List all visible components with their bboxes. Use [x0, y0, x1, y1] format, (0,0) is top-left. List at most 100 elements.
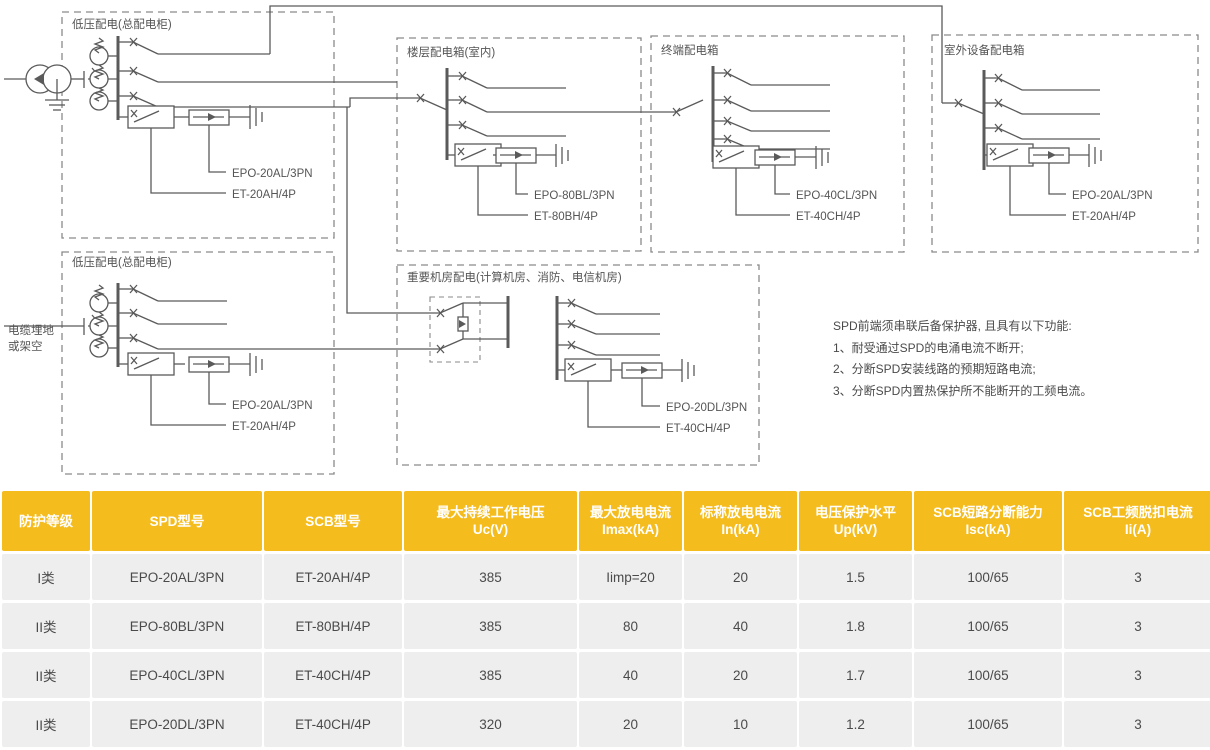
header-line1: 最大放电电流 — [590, 505, 671, 520]
note-line-0: SPD前端须串联后备保护器, 且具有以下功能: — [833, 319, 1072, 333]
cell-protection-class: I类 — [2, 554, 90, 600]
spd-label-outdoor: EPO-20AL/3PN — [1072, 190, 1153, 202]
header-line1: SCB型号 — [305, 513, 361, 529]
cell-isc: 100/65 — [914, 603, 1062, 649]
cell-spd-model: EPO-80BL/3PN — [92, 603, 262, 649]
cell-scb-model: ET-40CH/4P — [264, 701, 402, 747]
cell-uc: 385 — [404, 554, 577, 600]
cell-protection-class: II类 — [2, 652, 90, 698]
spd-scb-spec-table: 防护等级 SPD型号 SCB型号 最大持续工作电压 Uc(V) 最大放电电流 I… — [0, 488, 1210, 750]
source-label-line1: 电缆埋地 — [8, 324, 54, 337]
table-row: I类 EPO-20AL/3PN ET-20AH/4P 385 Iimp=20 2… — [2, 554, 1210, 600]
cell-imax: 40 — [579, 652, 682, 698]
cell-uc: 385 — [404, 652, 577, 698]
header-line2: In(kA) — [721, 522, 760, 537]
zone-critical-equipment-room: EPO-20DL/3PN ET-40CH/4P — [397, 296, 747, 435]
cell-spd-model: EPO-40CL/3PN — [92, 652, 262, 698]
system-diagram: .w { stroke:#5a5a5a; stroke-width:1.3; f… — [4, 5, 1199, 475]
header-line1: 标称放电电流 — [700, 505, 781, 520]
header-line1: 防护等级 — [19, 513, 73, 529]
scb-box-terminal — [712, 145, 760, 169]
instrument-transformers-bottom — [89, 284, 118, 358]
spd-label-floor: EPO-80BL/3PN — [534, 190, 615, 202]
cell-in: 20 — [684, 652, 797, 698]
interconnect-wiring-top — [269, 5, 943, 107]
zone-frame-critical-equipment-room — [396, 264, 760, 466]
header-line1: 最大持续工作电压 — [436, 505, 545, 520]
cell-in: 40 — [684, 603, 797, 649]
zone-main-switchboard-bottom: EPO-20AL/3PN ET-20AH/4P — [88, 283, 397, 433]
col-header-imax: 最大放电电流 Imax(kA) — [579, 491, 682, 551]
zone-frame-outdoor-equipment-box — [931, 34, 1199, 253]
zone-title-floor-distribution-box: 楼层配电箱(室内) — [407, 45, 495, 59]
cell-up: 1.2 — [799, 701, 912, 747]
cell-up: 1.8 — [799, 603, 912, 649]
scb-label-outdoor: ET-20AH/4P — [1072, 211, 1136, 223]
table-row: II类 EPO-40CL/3PN ET-40CH/4P 385 40 20 1.… — [2, 652, 1210, 698]
cell-isc: 100/65 — [914, 701, 1062, 747]
col-header-isc: SCB短路分断能力 Isc(kA) — [914, 491, 1062, 551]
cell-spd-model: EPO-20AL/3PN — [92, 554, 262, 600]
zone-title-outdoor-equipment-box: 室外设备配电箱 — [944, 43, 1025, 57]
table-row: II类 EPO-80BL/3PN ET-80BH/4P 385 80 40 1.… — [2, 603, 1210, 649]
cell-scb-model: ET-40CH/4P — [264, 652, 402, 698]
spd-label-main-bottom: EPO-20AL/3PN — [232, 400, 313, 412]
cell-protection-class: II类 — [2, 701, 90, 747]
cell-ii: 3 — [1064, 701, 1210, 747]
header-line2: Ii(A) — [1124, 522, 1152, 537]
scb-label-critical: ET-40CH/4P — [666, 423, 731, 435]
zone-title-terminal-distribution-box: 终端配电箱 — [661, 43, 719, 57]
cell-ii: 3 — [1064, 603, 1210, 649]
scb-label-main-bottom: ET-20AH/4P — [232, 421, 296, 433]
spd-label-critical: EPO-20DL/3PN — [666, 402, 747, 414]
header-line1: SPD型号 — [149, 513, 205, 529]
cell-up: 1.7 — [799, 652, 912, 698]
ats-subbox — [429, 296, 481, 363]
zone-title-main-switchboard-bottom: 低压配电(总配电柜) — [72, 255, 172, 269]
spd-requirements-note: SPD前端须串联后备保护器, 且具有以下功能: 1、耐受通过SPD的电涌电流不断… — [833, 316, 1203, 402]
cell-imax: 20 — [579, 701, 682, 747]
zone-floor-distribution-box: EPO-80BL/3PN ET-80BH/4P — [397, 68, 651, 223]
header-line2: Isc(kA) — [965, 522, 1011, 537]
cell-uc: 385 — [404, 603, 577, 649]
cell-ii: 3 — [1064, 554, 1210, 600]
zone-outdoor-equipment-box: EPO-20AL/3PN ET-20AH/4P — [942, 70, 1153, 223]
cell-imax: 80 — [579, 603, 682, 649]
note-line-1: 1、耐受通过SPD的电涌电流不断开; — [833, 340, 1024, 355]
cell-isc: 100/65 — [914, 554, 1062, 600]
zone-frame-main-switchboard-top — [61, 11, 335, 239]
cell-protection-class: II类 — [2, 603, 90, 649]
source-label-line2: 或架空 — [8, 339, 43, 353]
scb-label-floor: ET-80BH/4P — [534, 211, 598, 223]
cell-scb-model: ET-80BH/4P — [264, 603, 402, 649]
col-header-ii: SCB工频脱扣电流 Ii(A) — [1064, 491, 1210, 551]
cell-up: 1.5 — [799, 554, 912, 600]
zone-title-critical-equipment-room: 重要机房配电(计算机房、消防、电信机房) — [407, 270, 622, 284]
note-line-3: 3、分断SPD内置热保护所不能断开的工频电流。 — [833, 383, 1093, 398]
col-header-spd-model: SPD型号 — [92, 491, 262, 551]
cell-spd-model: EPO-20DL/3PN — [92, 701, 262, 747]
header-line2: Imax(kA) — [601, 522, 660, 537]
cable-entry-symbol — [4, 318, 85, 335]
zone-frame-main-switchboard-bottom — [61, 251, 335, 475]
interconnect-wiring-bottom — [346, 107, 397, 314]
cell-in: 10 — [684, 701, 797, 747]
cell-scb-model: ET-20AH/4P — [264, 554, 402, 600]
spd-label-terminal: EPO-40CL/3PN — [796, 190, 877, 202]
zone-title-main-switchboard-top: 低压配电(总配电柜) — [72, 17, 172, 31]
cell-imax: Iimp=20 — [579, 554, 682, 600]
scb-box-bottom — [127, 352, 175, 376]
col-header-up: 电压保护水平 Up(kV) — [799, 491, 912, 551]
spd-label-main-top: EPO-20AL/3PN — [232, 168, 313, 180]
zone-frame-floor-distribution-box — [396, 37, 642, 252]
header-line1: 电压保护水平 — [815, 505, 896, 520]
col-header-in: 标称放电电流 In(kA) — [684, 491, 797, 551]
transformer-symbol-top — [4, 64, 85, 111]
zone-terminal-distribution-box: EPO-40CL/3PN ET-40CH/4P — [651, 66, 877, 223]
col-header-protection-class: 防护等级 — [2, 491, 90, 551]
header-line2: Uc(V) — [472, 522, 509, 537]
zone-main-switchboard-top: EPO-20AL/3PN ET-20AH/4P — [88, 36, 397, 201]
cell-ii: 3 — [1064, 652, 1210, 698]
table-row: II类 EPO-20DL/3PN ET-40CH/4P 320 20 10 1.… — [2, 701, 1210, 747]
cell-uc: 320 — [404, 701, 577, 747]
